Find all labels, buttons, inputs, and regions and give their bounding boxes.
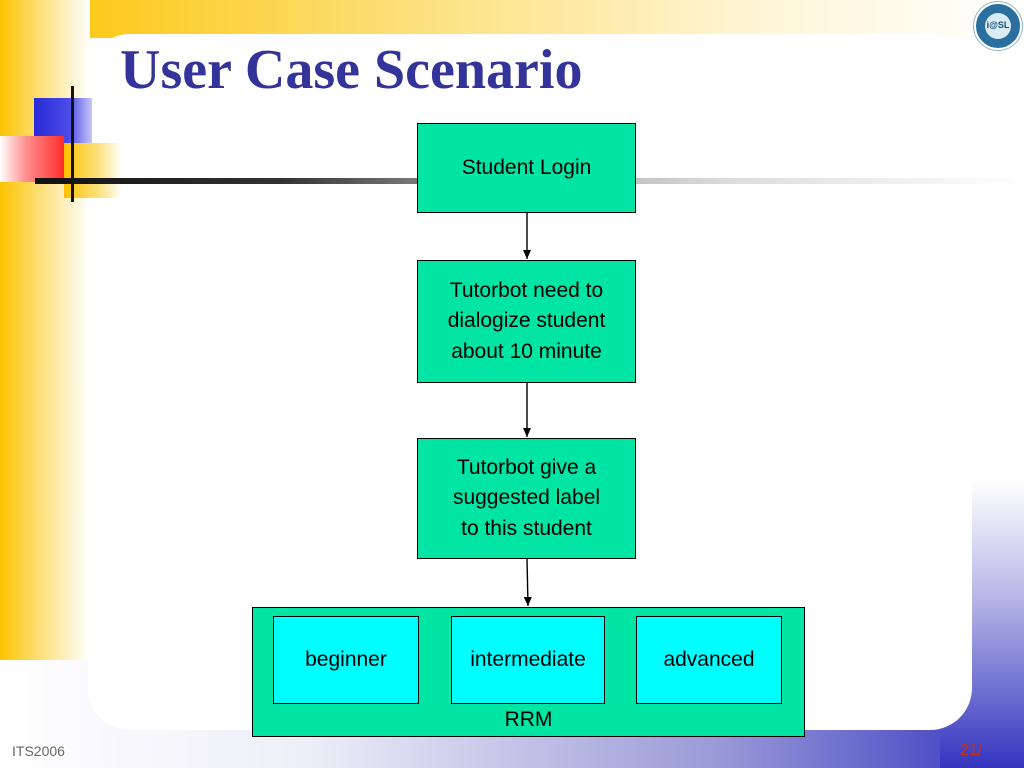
rrm-group-box: beginner intermediate advanced RRM bbox=[252, 607, 805, 737]
institution-seal-logo: i@SL bbox=[974, 2, 1022, 50]
step-student-login: Student Login bbox=[417, 123, 636, 213]
level-advanced-box: advanced bbox=[636, 616, 782, 704]
background-top-gradient bbox=[0, 0, 1024, 38]
step-text-line: about 10 minute bbox=[451, 339, 602, 363]
step-text-line: Tutorbot need to bbox=[449, 278, 604, 302]
step-text-line: suggested label bbox=[452, 486, 601, 510]
level-beginner-box: beginner bbox=[273, 616, 419, 704]
level-intermediate-box: intermediate bbox=[451, 616, 605, 704]
step-text-line: Student Login bbox=[461, 155, 592, 179]
step-text-line: to this student bbox=[461, 516, 592, 540]
logo-inner-circle bbox=[985, 13, 1011, 39]
arrow-label-to-rrm bbox=[523, 558, 532, 607]
decor-red-square bbox=[0, 136, 64, 182]
slide-title: User Case Scenario bbox=[120, 39, 583, 101]
step-tutorbot-dialog: Tutorbot need to dialogize student about… bbox=[417, 260, 636, 383]
step-text-line: Tutorbot give a bbox=[456, 455, 597, 479]
decor-vertical-rule bbox=[71, 86, 74, 202]
rrm-label: RRM bbox=[504, 708, 553, 731]
step-text-line: dialogize student bbox=[447, 309, 606, 333]
logo-text: i@SL bbox=[986, 20, 1010, 30]
step-tutorbot-label: Tutorbot give a suggested label to this … bbox=[417, 438, 636, 559]
footer-page-number: 21/ bbox=[960, 742, 983, 759]
footer-conference-label: ITS2006 bbox=[12, 743, 65, 759]
